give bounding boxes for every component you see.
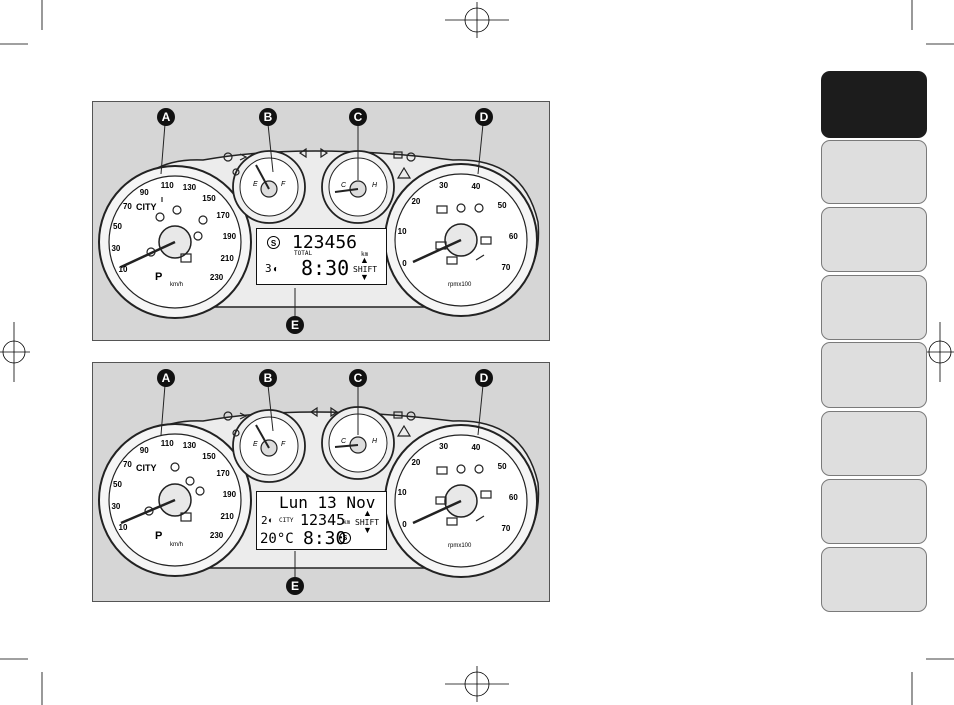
registration-mark-top	[445, 2, 509, 38]
registration-mark-bottom	[445, 666, 509, 702]
callout-c: C	[349, 369, 367, 387]
temp-gauge-low: C	[341, 182, 346, 189]
callout-d: D	[475, 108, 493, 126]
headlight-icon: ◐	[273, 264, 279, 275]
tachometer-tick-30: 30	[439, 181, 448, 190]
fuel-gauge-high: F	[281, 181, 285, 188]
speedometer-unit: km/h	[170, 282, 183, 288]
callout-e: E	[286, 316, 304, 334]
tachometer-tick-20: 20	[411, 197, 420, 206]
tachometer-tick-10: 10	[398, 488, 407, 497]
tachometer-tick-40: 40	[471, 182, 480, 191]
callout-b: B	[259, 369, 277, 387]
registration-mark-right	[924, 322, 954, 382]
temp-gauge-low: C	[341, 438, 346, 445]
speedometer-unit: km/h	[170, 542, 183, 548]
side-tab-8[interactable]	[821, 547, 927, 612]
temp-gauge-high: H	[372, 182, 377, 189]
trip-value: 12345	[300, 511, 345, 529]
tachometer-tick-70: 70	[501, 524, 510, 533]
shift-down-icon: ▼	[360, 273, 369, 282]
clock-value: 8:30	[301, 256, 349, 280]
registration-mark-left	[0, 322, 30, 382]
side-tab-5[interactable]	[821, 342, 927, 408]
tachometer-tick-10: 10	[398, 227, 407, 236]
km-label: km	[343, 519, 350, 526]
headlight-level-value: 3	[265, 262, 272, 275]
tachometer-unit: rpmx100	[448, 543, 471, 549]
tachometer-tick-40: 40	[471, 443, 480, 452]
service-icon: S	[267, 236, 280, 249]
tachometer-tick-0: 0	[402, 259, 406, 268]
callout-e: E	[286, 577, 304, 595]
tachometer-tick-50: 50	[498, 201, 507, 210]
callout-a: A	[157, 108, 175, 126]
speedometer-city-label: CITY	[136, 463, 157, 473]
outside-temp-value: 20°C	[260, 531, 294, 547]
speedometer-lower-label: P	[155, 271, 162, 283]
callout-b: B	[259, 108, 277, 126]
callout-c: C	[349, 108, 367, 126]
shift-up-icon: ▲	[363, 509, 372, 518]
tachometer-unit: rpmx100	[448, 282, 471, 288]
tachometer-tick-50: 50	[498, 462, 507, 471]
multifunction-display-top: S 123456 TOTAL km 3 ◐ 8:30 ▲ SHIFT ▼	[256, 228, 387, 285]
tachometer-tick-20: 20	[411, 458, 420, 467]
headlight-level-value: 2	[261, 514, 268, 527]
tachometer-tick-30: 30	[439, 442, 448, 451]
callout-a: A	[157, 369, 175, 387]
headlight-icon: ◐	[268, 515, 273, 525]
side-tab-6[interactable]	[821, 411, 927, 476]
tachometer-tick-0: 0	[402, 520, 406, 529]
shift-up-icon: ▲	[360, 256, 369, 265]
fuel-gauge-high: F	[281, 441, 285, 448]
date-value: Lun 13 Nov	[279, 493, 375, 512]
fuel-gauge-low: E	[253, 441, 258, 448]
multifunction-display-bottom: Lun 13 Nov 2 ◐ CITY 12345 km ▲ SHIFT ▼ 2…	[256, 491, 387, 550]
side-tab-2[interactable]	[821, 140, 927, 204]
side-tab-1[interactable]	[821, 71, 927, 138]
shift-down-icon: ▼	[363, 526, 372, 535]
side-tab-3[interactable]	[821, 207, 927, 272]
side-tab-7[interactable]	[821, 479, 927, 544]
speedometer-city-label: CITY	[136, 202, 157, 212]
callout-d: D	[475, 369, 493, 387]
temp-gauge-high: H	[372, 438, 377, 445]
fuel-gauge-low: E	[253, 181, 258, 188]
tachometer-tick-60: 60	[509, 232, 518, 241]
service-icon: S	[339, 532, 351, 544]
tachometer-tick-70: 70	[501, 263, 510, 272]
side-tab-4[interactable]	[821, 275, 927, 340]
city-mode-label: CITY	[279, 517, 293, 524]
tachometer-tick-60: 60	[509, 493, 518, 502]
speedometer-lower-label: P	[155, 530, 162, 542]
